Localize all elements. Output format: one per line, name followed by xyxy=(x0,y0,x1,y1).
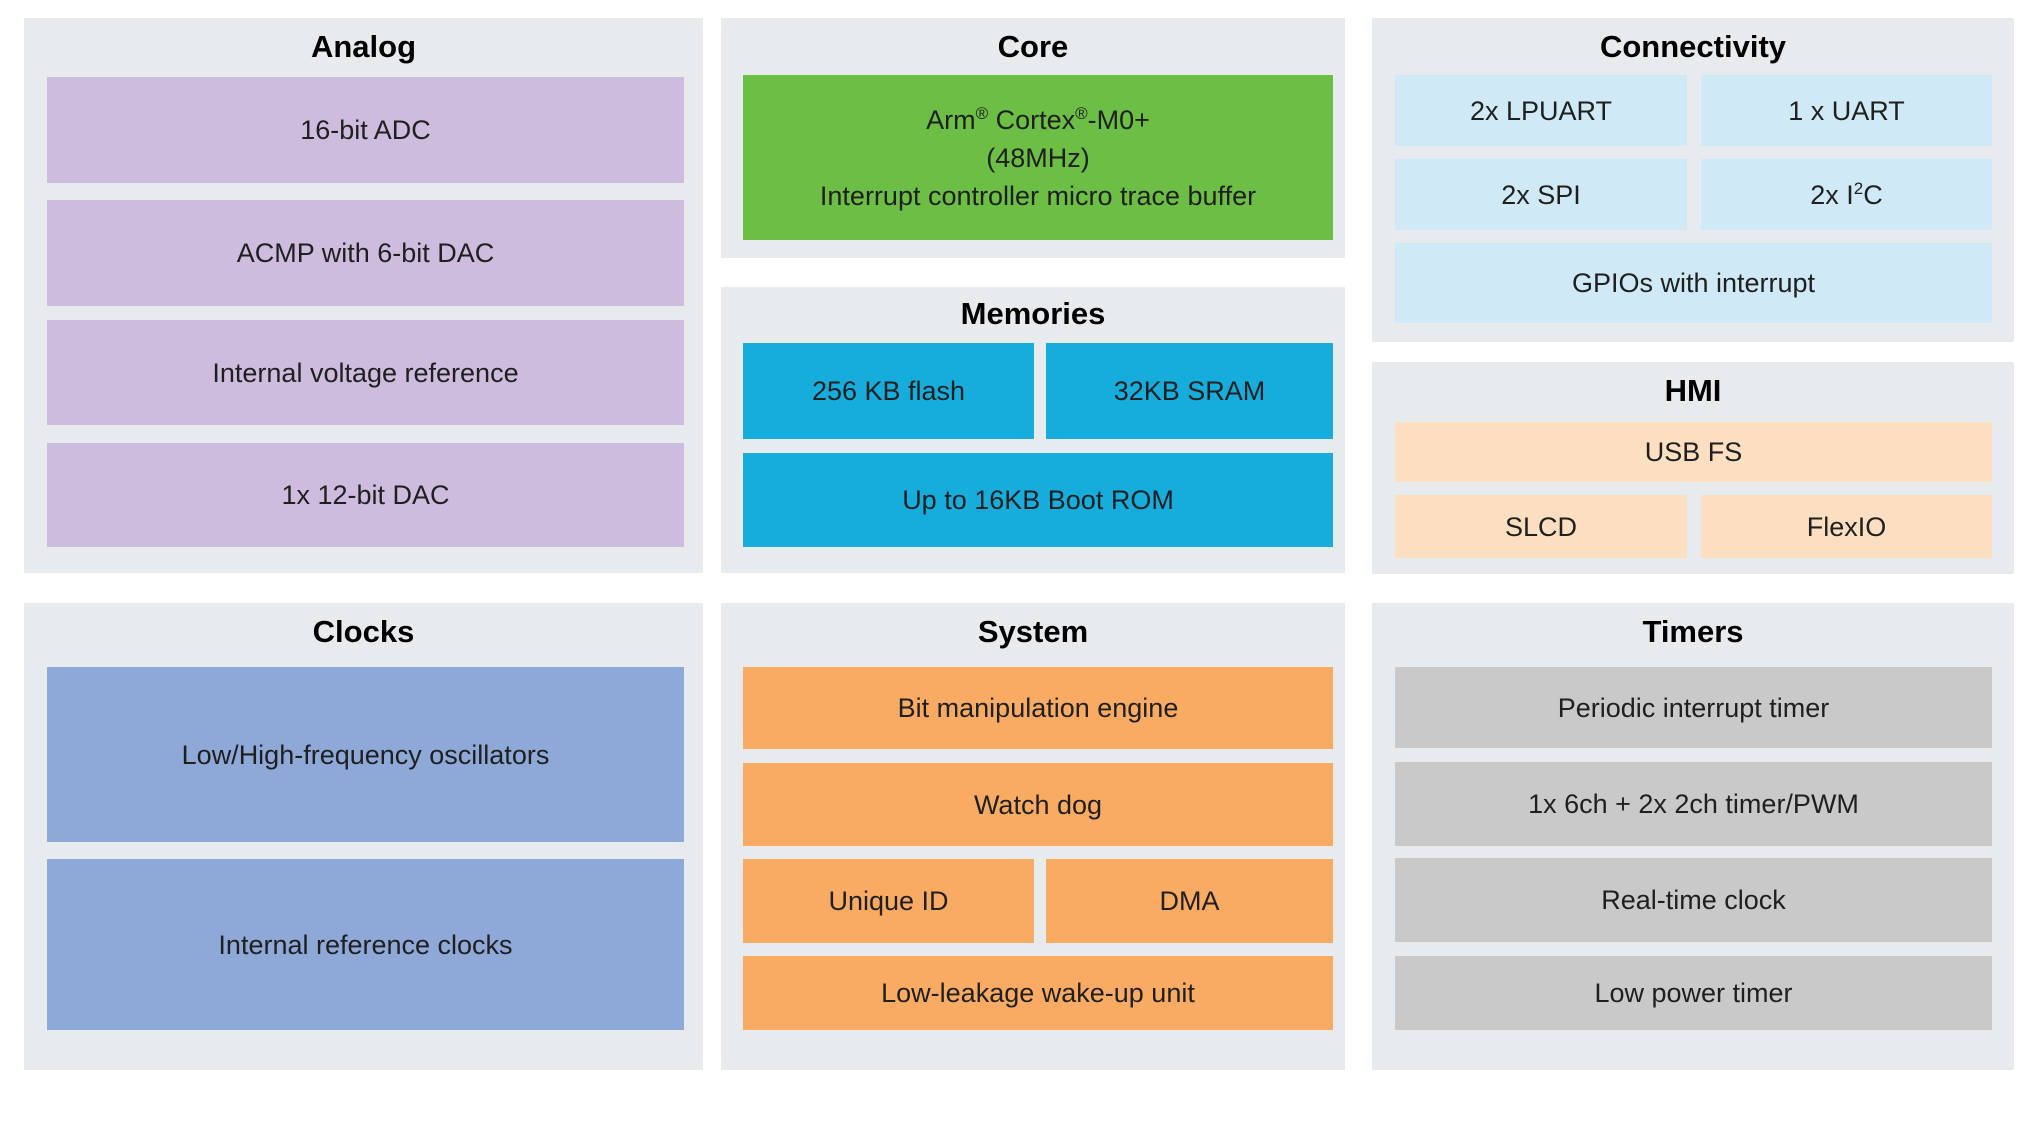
block-sram: 32KB SRAM xyxy=(1046,343,1333,439)
block-spi: 2x SPI xyxy=(1395,159,1687,230)
core-m0plus-text: -M0+ xyxy=(1087,104,1150,135)
block-voltage-reference: Internal voltage reference xyxy=(47,320,684,425)
block-adc: 16-bit ADC xyxy=(47,77,684,183)
block-cortex-m0plus: Arm® Cortex®-M0+ (48MHz) Interrupt contr… xyxy=(743,75,1333,240)
core-line-2: (48MHz) xyxy=(986,142,1090,173)
block-gpio: GPIOs with interrupt xyxy=(1395,243,1992,323)
block-bit-manipulation: Bit manipulation engine xyxy=(743,667,1333,749)
block-flash: 256 KB flash xyxy=(743,343,1034,439)
block-unique-id: Unique ID xyxy=(743,859,1034,943)
panel-memories: Memories 256 KB flash 32KB SRAM Up to 16… xyxy=(721,287,1345,573)
panel-hmi-title: HMI xyxy=(1664,373,1722,408)
core-line-1: Arm® Cortex®-M0+ xyxy=(820,101,1256,139)
i2c-label: 2x I2C xyxy=(1810,179,1883,211)
panel-core-title: Core xyxy=(997,29,1069,64)
block-dac: 1x 12-bit DAC xyxy=(47,443,684,547)
i2c-superscript: 2 xyxy=(1853,178,1864,198)
panel-hmi: HMI USB FS SLCD FlexIO xyxy=(1372,362,2014,574)
registered-mark: ® xyxy=(975,103,989,123)
registered-mark: ® xyxy=(1075,103,1088,123)
core-cortex-text: Cortex xyxy=(988,104,1076,135)
core-line-3: Interrupt controller micro trace buffer xyxy=(819,180,1257,211)
block-oscillators: Low/High-frequency oscillators xyxy=(47,667,684,842)
block-dma: DMA xyxy=(1046,859,1333,943)
panel-system-title: System xyxy=(977,614,1089,649)
block-boot-rom: Up to 16KB Boot ROM xyxy=(743,453,1333,547)
panel-connectivity-title: Connectivity xyxy=(1599,29,1787,64)
panel-analog: Analog 16-bit ADC ACMP with 6-bit DAC In… xyxy=(24,18,703,573)
block-slcd: SLCD xyxy=(1395,495,1687,558)
panel-timers-title: Timers xyxy=(1642,614,1744,649)
panel-clocks-title: Clocks xyxy=(312,614,415,649)
panel-memories-title: Memories xyxy=(960,296,1106,331)
block-low-power-timer: Low power timer xyxy=(1395,956,1992,1030)
block-llwu: Low-leakage wake-up unit xyxy=(743,956,1333,1030)
panel-analog-title: Analog xyxy=(310,29,417,64)
panel-connectivity: Connectivity 2x LPUART 1 x UART 2x SPI 2… xyxy=(1372,18,2014,342)
block-acmp: ACMP with 6-bit DAC xyxy=(47,200,684,306)
block-real-time-clock: Real-time clock xyxy=(1395,858,1992,942)
block-usb-fs: USB FS xyxy=(1395,422,1992,482)
block-flexio: FlexIO xyxy=(1701,495,1992,558)
panel-system: System Bit manipulation engine Watch dog… xyxy=(721,603,1345,1070)
panel-clocks: Clocks Low/High-frequency oscillators In… xyxy=(24,603,703,1070)
panel-core: Core Arm® Cortex®-M0+ (48MHz) Interrupt … xyxy=(721,18,1345,258)
block-i2c: 2x I2C xyxy=(1701,159,1992,230)
block-timer-pwm: 1x 6ch + 2x 2ch timer/PWM xyxy=(1395,762,1992,846)
panel-timers: Timers Periodic interrupt timer 1x 6ch +… xyxy=(1372,603,2014,1070)
core-arm-text: Arm xyxy=(926,104,976,135)
block-reference-clocks: Internal reference clocks xyxy=(47,859,684,1030)
i2c-prefix: 2x I xyxy=(1810,179,1854,210)
block-lpuart: 2x LPUART xyxy=(1395,75,1687,146)
core-block-text: Arm® Cortex®-M0+ (48MHz) Interrupt contr… xyxy=(820,101,1256,215)
block-uart: 1 x UART xyxy=(1701,75,1992,146)
block-periodic-interrupt-timer: Periodic interrupt timer xyxy=(1395,667,1992,748)
i2c-suffix: C xyxy=(1863,179,1883,210)
block-watchdog: Watch dog xyxy=(743,763,1333,846)
